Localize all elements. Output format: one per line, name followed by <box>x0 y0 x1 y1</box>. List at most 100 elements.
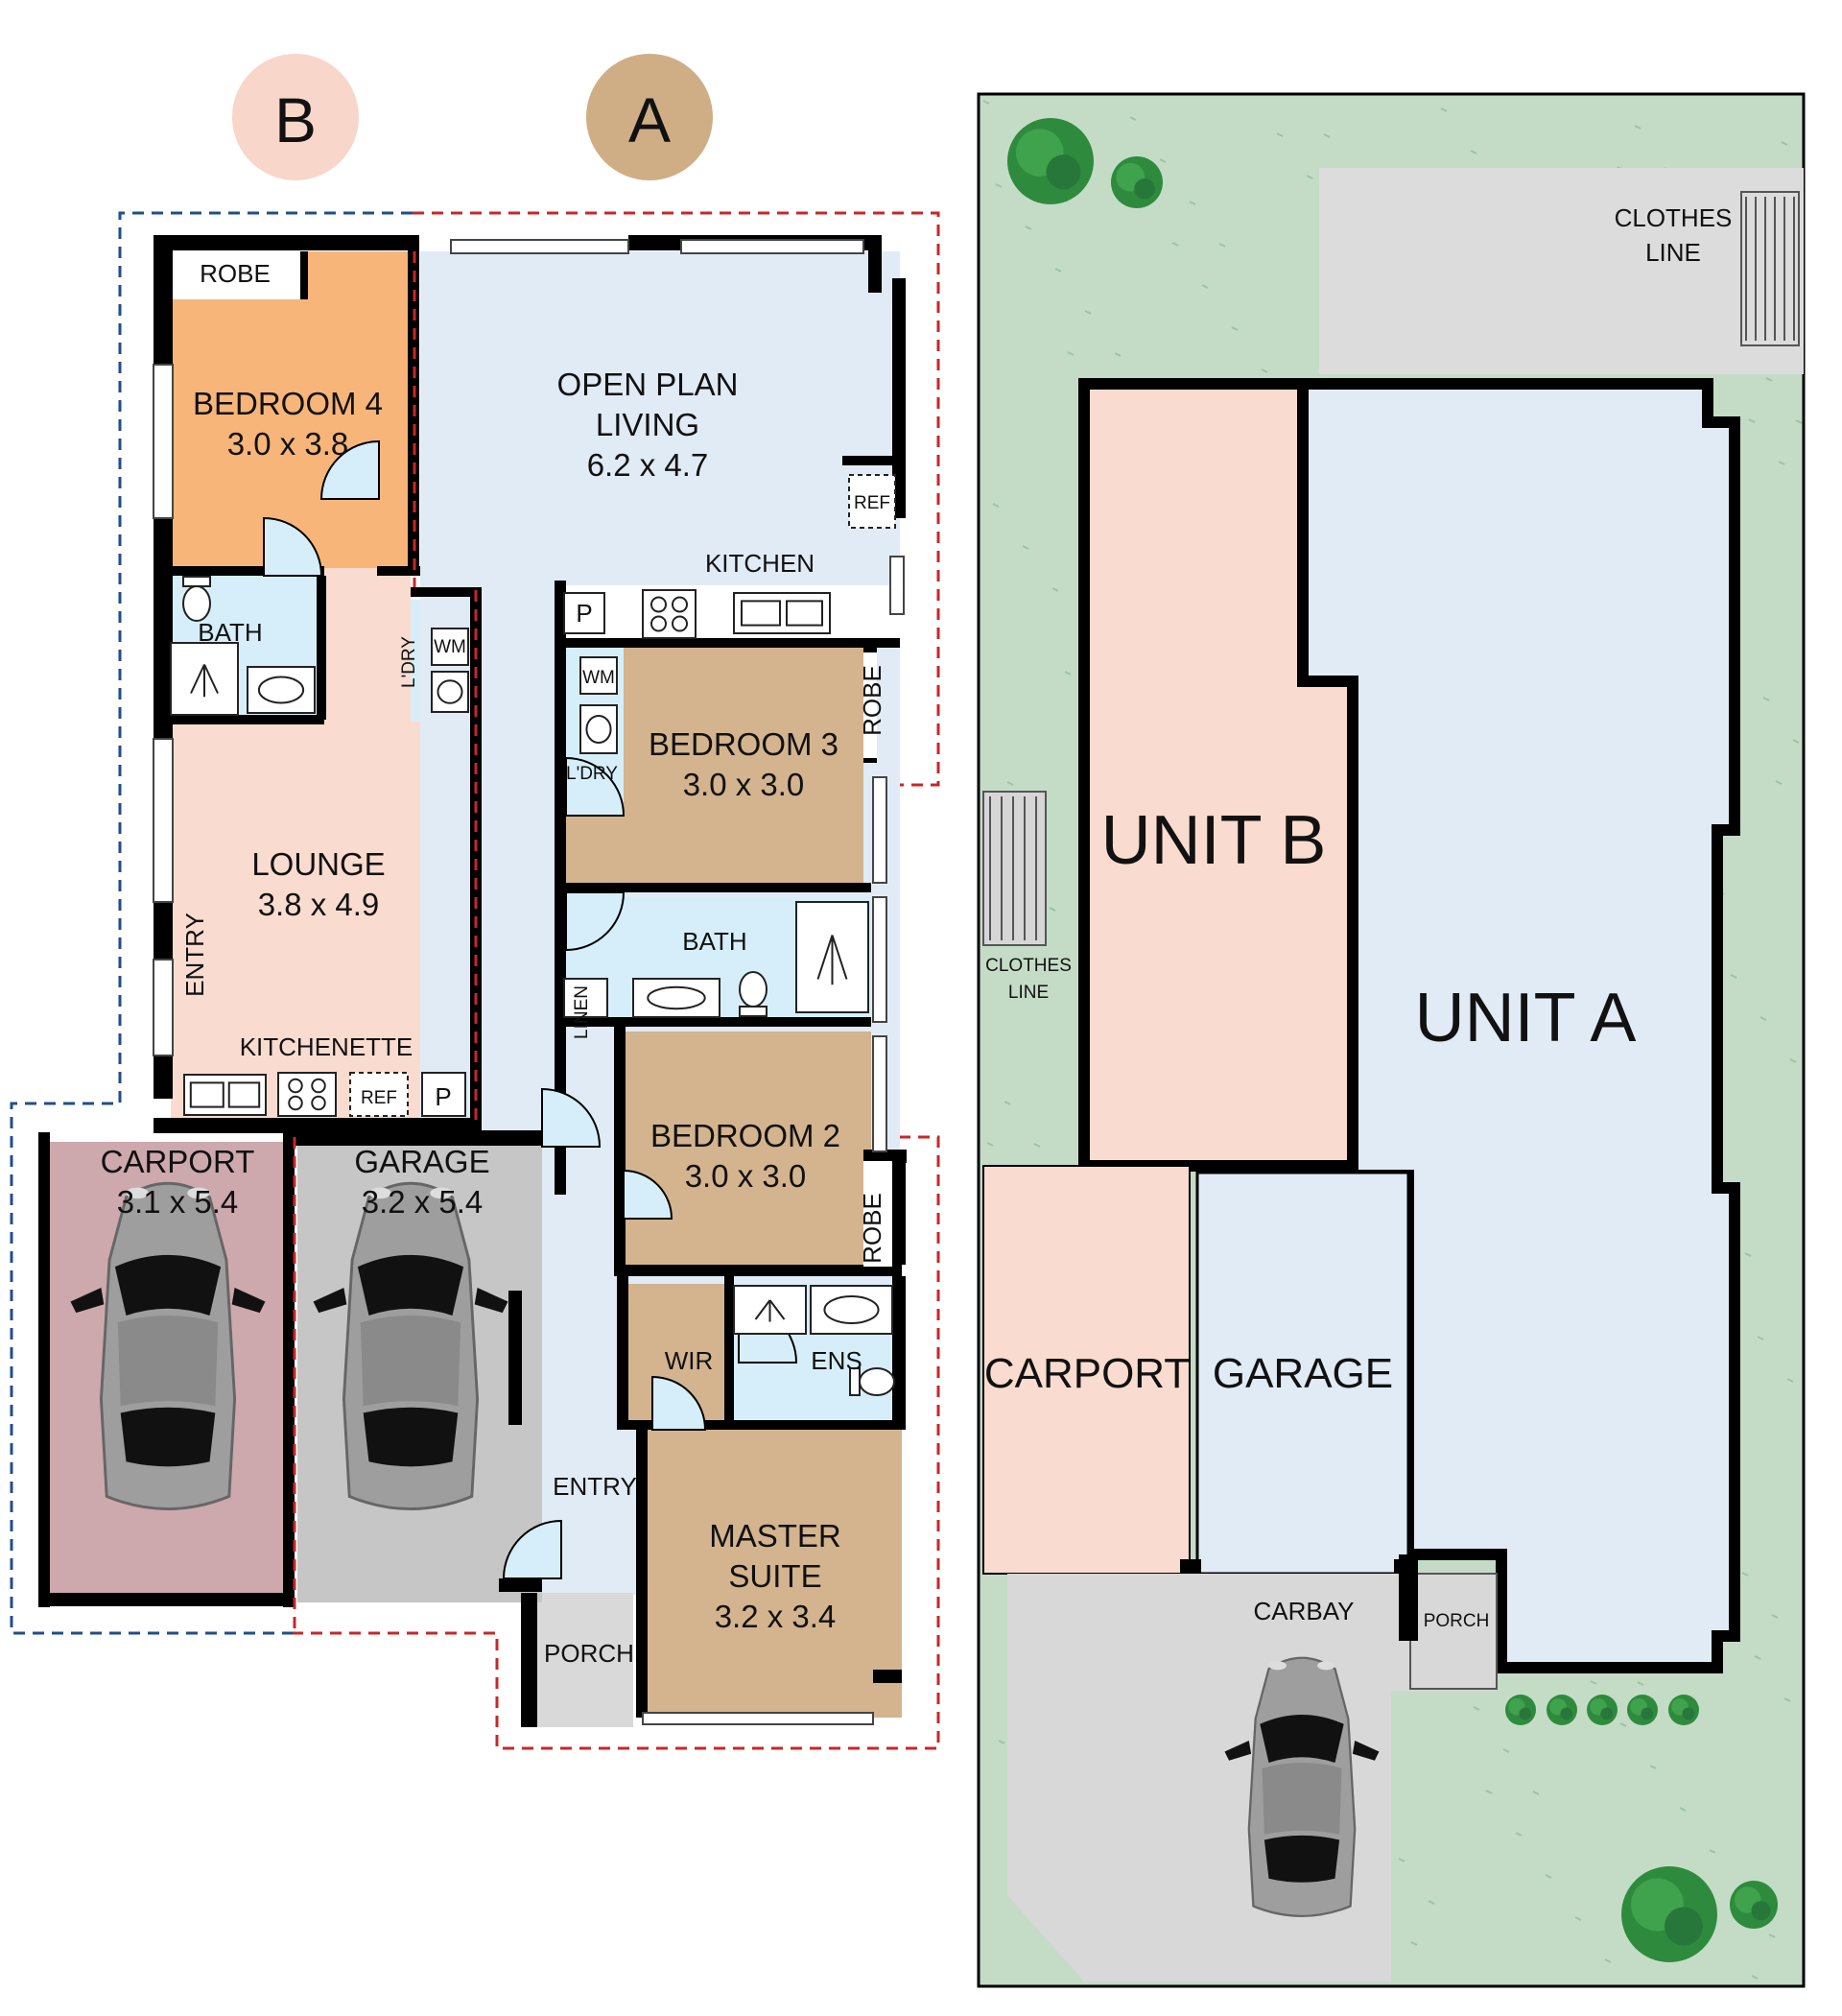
lawn-texture <box>1129 116 1137 121</box>
clothes-line-left-1: CLOTHES <box>985 956 1072 976</box>
unit-b-party-wall <box>408 235 419 571</box>
sink-bowl <box>741 600 781 627</box>
cooktop-burner <box>311 1095 326 1111</box>
lawn-texture <box>1637 1681 1644 1686</box>
tree-foliage <box>1751 1901 1771 1921</box>
basin-icon <box>247 666 316 714</box>
shower-icon-spray <box>768 1299 786 1320</box>
robe-b-wall <box>300 251 308 299</box>
unit-a-marker-label: A <box>628 84 671 155</box>
lounge-size: 3.8 x 4.9 <box>258 887 380 922</box>
bed4-south-wall <box>171 566 324 576</box>
robe-2 <box>863 1161 892 1267</box>
bedroom-4-size: 3.0 x 3.8 <box>227 426 349 462</box>
bedroom-3-name: BEDROOM 3 <box>649 726 838 762</box>
robe2-east-wall <box>892 1150 906 1265</box>
lawn-texture <box>1792 739 1800 744</box>
master-line-2: SUITE <box>728 1558 821 1594</box>
tree-foliage <box>1560 1707 1573 1720</box>
door-swing-icon <box>651 1375 707 1431</box>
lawn-texture <box>1748 418 1756 423</box>
cooktop-burner <box>288 1078 303 1094</box>
lawn-texture <box>1679 1807 1687 1812</box>
lawn-texture <box>1545 1874 1552 1879</box>
basin-icon-bowl <box>257 676 305 704</box>
lawn-texture <box>1033 1143 1041 1148</box>
porch-west-wall <box>521 1593 537 1727</box>
lawn-texture <box>1759 1016 1767 1021</box>
lawn-texture <box>1485 1790 1493 1794</box>
lawn-texture <box>1744 1252 1752 1257</box>
lawn-texture <box>1757 1336 1764 1340</box>
bedroom-4-name: BEDROOM 4 <box>193 386 383 421</box>
lawn-texture <box>1306 175 1313 179</box>
window <box>642 1712 874 1725</box>
laundry-tub-a-bowl <box>585 715 612 744</box>
bath-b-south-wall <box>171 715 324 724</box>
wir-label: WIR <box>665 1346 714 1375</box>
toilet-icon <box>739 971 768 1017</box>
site-carport-post <box>1180 1559 1201 1577</box>
lawn-texture <box>1730 974 1737 979</box>
toilet-cistern <box>182 576 211 587</box>
lawn-texture <box>1201 284 1209 289</box>
lawn-texture <box>1025 225 1032 230</box>
laundry-b-north-wall <box>411 587 480 597</box>
shower-icon-spray <box>831 935 848 980</box>
toilet-icon <box>849 1367 895 1396</box>
bedroom-2 <box>624 1032 871 1271</box>
lawn-texture <box>1768 1933 1776 1938</box>
tree-foliage <box>1665 1907 1703 1946</box>
unit-b-north-wall <box>154 235 417 250</box>
window <box>872 776 887 884</box>
shower-icon-spray <box>190 664 205 694</box>
lawn-texture <box>1067 351 1074 356</box>
window <box>153 959 174 1056</box>
wm-a-label: WM <box>582 668 615 688</box>
cooktop-icon <box>277 1072 337 1117</box>
window <box>153 364 174 519</box>
fridge-a <box>848 474 896 529</box>
garage-a-name: GARAGE <box>354 1144 489 1179</box>
unit-a-marker <box>586 54 713 180</box>
cooktop-burner <box>672 615 688 632</box>
master-west-wall <box>636 1430 648 1718</box>
lawn-texture <box>1649 1765 1657 1769</box>
bath-a-label: BATH <box>682 927 746 956</box>
lawn-texture <box>1781 141 1788 146</box>
lawn-texture <box>1604 1958 1612 1963</box>
sink-bowl <box>189 1081 224 1108</box>
pantry-a <box>563 592 605 634</box>
carport-west-post <box>38 1132 50 1607</box>
site-porch <box>1409 1573 1498 1690</box>
bed2-south-wall <box>614 1265 902 1276</box>
bed4-south-wall-2 <box>377 566 420 576</box>
lawn-texture <box>1473 1706 1480 1711</box>
cooktop-burner <box>650 615 667 632</box>
tree-foliage <box>1682 1707 1695 1720</box>
kitchenette-label: KITCHENETTE <box>240 1032 413 1061</box>
master-size: 3.2 x 3.4 <box>715 1599 837 1634</box>
lawn-texture <box>1786 1378 1794 1383</box>
fridge-nook-wall <box>842 456 900 465</box>
linen-cupboard <box>563 978 608 1018</box>
lawn-texture <box>986 1142 994 1147</box>
ens-label: ENS <box>811 1346 862 1375</box>
lawn-texture <box>1276 132 1284 137</box>
site-unit-a-label: UNIT A <box>1415 980 1637 1056</box>
wir-west-wall <box>617 1276 628 1430</box>
door-swing-icon <box>502 1519 562 1579</box>
garage-south-wall <box>499 1578 542 1592</box>
lawn-texture <box>1323 133 1331 138</box>
bed3-north-wall <box>555 638 900 648</box>
bed2-west-wall <box>614 1022 626 1276</box>
site-unit-b-label: UNIT B <box>1101 802 1327 879</box>
lawn-texture <box>1261 368 1268 373</box>
robe-2-label: ROBE <box>858 1193 886 1264</box>
carport-b-size: 3.1 x 5.4 <box>117 1184 239 1220</box>
toilet-bowl <box>739 971 768 1008</box>
tree-foliage <box>1046 154 1081 190</box>
cooktop-icon <box>642 589 697 639</box>
master-se-wall <box>873 1670 902 1683</box>
cooktop-burner <box>311 1078 326 1094</box>
